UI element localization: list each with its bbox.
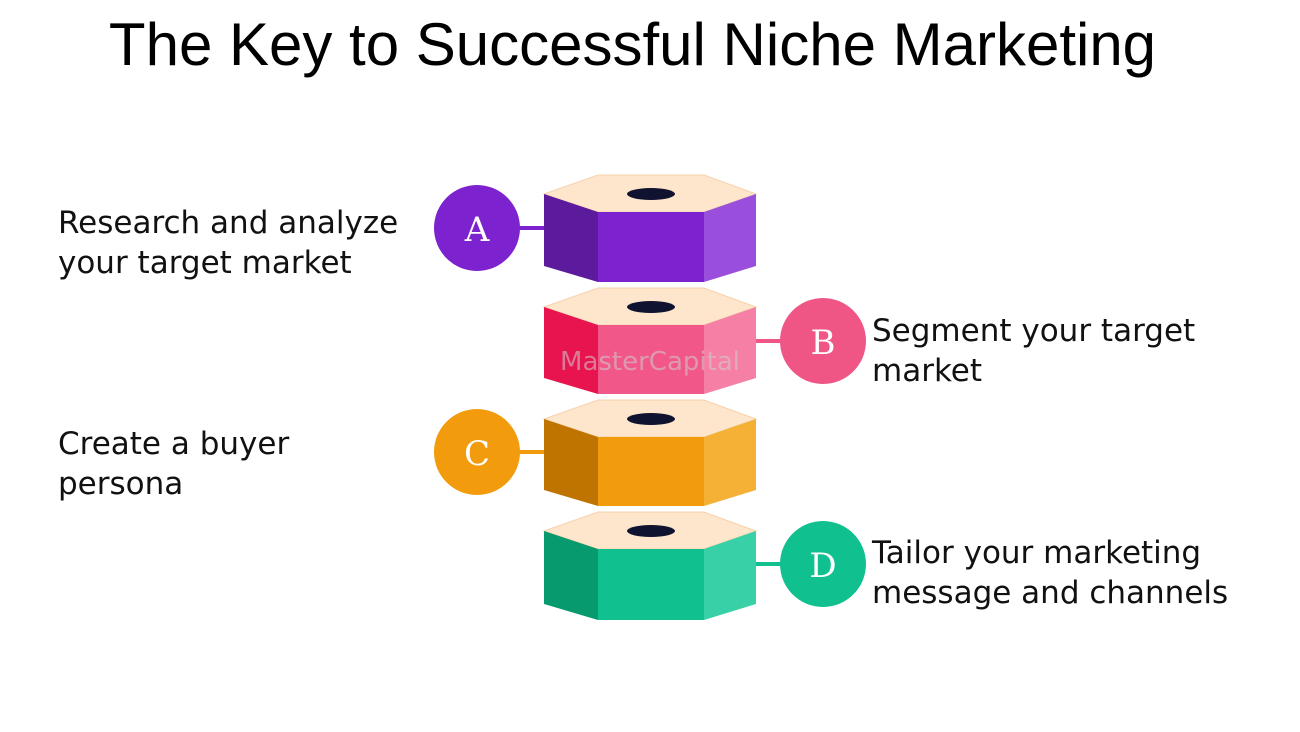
- badge-letter-b: B: [811, 323, 836, 363]
- hexagon-step-c: [542, 399, 758, 506]
- hexagon-step-d: [542, 511, 758, 620]
- step-label-b: Segment your target market: [872, 313, 1196, 389]
- page-title: The Key to Successful Niche Marketing: [108, 11, 1157, 78]
- badge-letter-d: D: [809, 546, 836, 586]
- step-label-d: Tailor your marketing message and channe…: [872, 535, 1229, 611]
- badge-d: D: [780, 521, 866, 607]
- hexagon-step-b: [542, 287, 758, 394]
- hexagon-step-a: [542, 174, 758, 282]
- step-label-a: Research and analyze your target market: [58, 205, 399, 281]
- badge-b: B: [780, 298, 866, 384]
- badge-c: C: [434, 409, 520, 495]
- step-label-c: Create a buyer persona: [58, 426, 290, 502]
- watermark-text: MasterCapital: [560, 347, 740, 377]
- badge-letter-c: C: [464, 434, 490, 474]
- badge-a: A: [434, 185, 520, 271]
- badge-letter-a: A: [464, 210, 490, 250]
